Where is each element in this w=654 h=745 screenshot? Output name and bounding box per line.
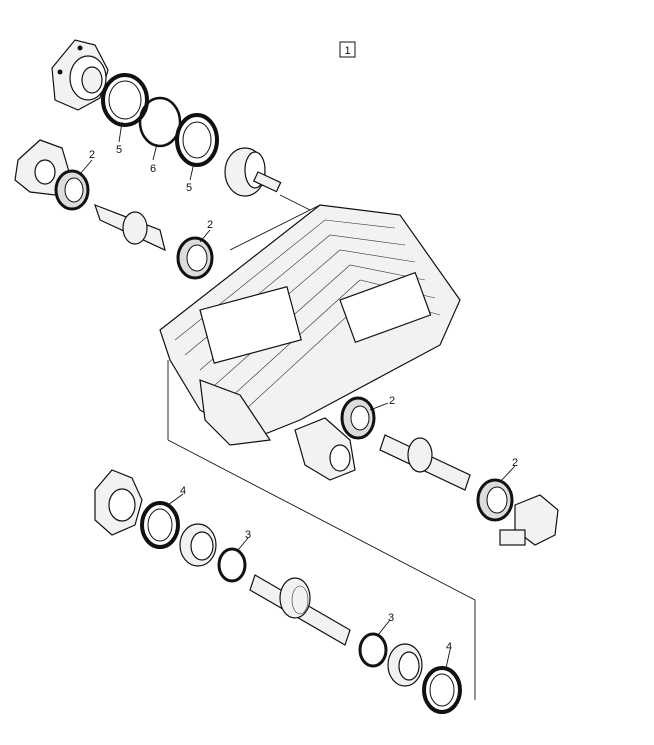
callout-2-left: 2	[89, 149, 95, 161]
callout-6: 6	[150, 163, 156, 175]
callout-2-right: 2	[512, 457, 518, 469]
upper-flange-housing	[51, 39, 109, 111]
seal-ring-4-right	[422, 666, 462, 714]
bearing-cup-right	[387, 643, 423, 687]
reference-box-number: 1	[344, 45, 350, 57]
right-shaft	[379, 434, 471, 491]
lower-flange-housing	[94, 469, 143, 536]
callout-3-right: 3	[388, 612, 394, 624]
center-sensor-housing	[294, 417, 356, 481]
seal-ring-5-upper	[101, 73, 149, 127]
bearing-2-center-right	[340, 396, 376, 440]
main-housing	[159, 204, 461, 446]
snap-ring-3-left	[217, 547, 247, 583]
o-ring-6	[138, 96, 182, 148]
reference-box: 1	[339, 41, 356, 58]
seal-ring-4-left	[140, 501, 180, 549]
bearing-cup-left	[179, 523, 217, 567]
callout-4-left: 4	[180, 485, 186, 497]
callout-leaders	[79, 121, 516, 669]
callout-2-center-right: 2	[389, 395, 395, 407]
callout-3-left: 3	[245, 529, 251, 541]
group-bracket-lines	[167, 194, 476, 700]
callout-2-middle: 2	[207, 219, 213, 231]
callout-5-upper: 5	[116, 144, 122, 156]
upper-shaft-assembly	[224, 147, 282, 197]
lower-shaft-assembly	[249, 574, 351, 646]
callout-4-right: 4	[446, 641, 452, 653]
callout-5-lower: 5	[186, 182, 192, 194]
snap-ring-3-right	[358, 632, 388, 668]
seal-ring-5-lower	[175, 113, 219, 167]
bearing-2-right	[476, 478, 514, 522]
callout-labels: 5 6 5 2 2 2 2 4 3 3 4	[89, 144, 518, 653]
middle-shaft	[94, 203, 166, 252]
right-sensor-housing	[499, 494, 559, 546]
bearing-2-middle	[176, 236, 214, 280]
bearing-2-left	[54, 169, 90, 211]
